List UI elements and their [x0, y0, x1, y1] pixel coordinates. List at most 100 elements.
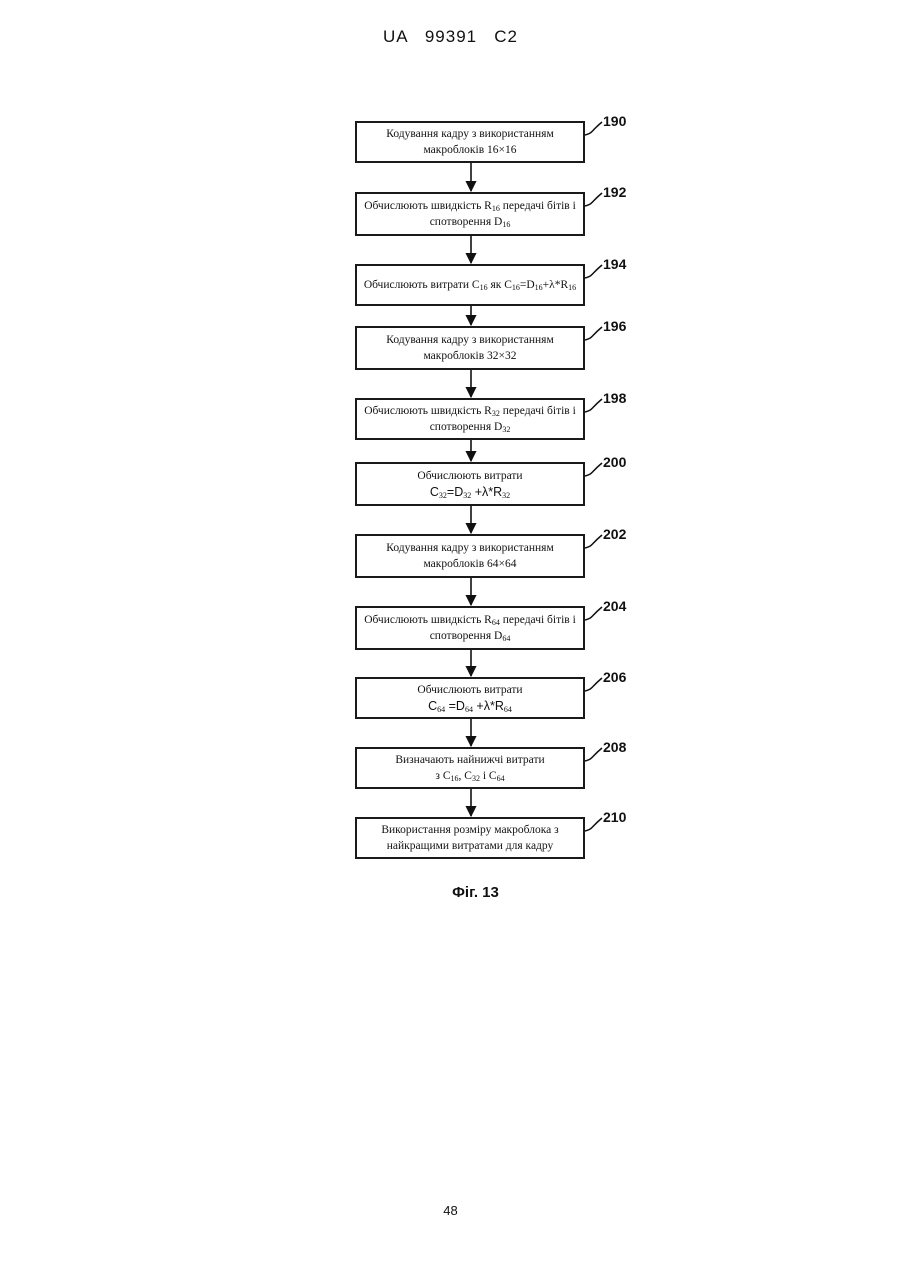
step-text-line: спотворення D32 — [430, 419, 511, 435]
step-text-segment: макроблоків 64×64 — [423, 558, 516, 570]
leader-line-192 — [585, 193, 602, 206]
leader-line-198 — [585, 399, 602, 412]
step-text-line: Кодування кадру з використанням — [386, 332, 553, 348]
step-text-line: макроблоків 16×16 — [423, 142, 516, 158]
step-text-segment: 64 — [437, 705, 445, 714]
step-box-206: Обчислюють витратиC64 =D64 +λ*R64 — [355, 677, 585, 719]
step-box-210: Використання розміру макроблока з найкращ… — [355, 817, 585, 859]
step-text-segment: +λ*R — [471, 485, 502, 499]
step-text-segment: 32 — [492, 409, 500, 418]
step-text-line: з C16, C32 і C64 — [435, 768, 504, 784]
step-text-line: Кодування кадру з використанням — [386, 540, 553, 556]
step-text-line: макроблоків 64×64 — [423, 556, 516, 572]
reference-numeral-196: 196 — [603, 318, 626, 334]
leader-line-206 — [585, 678, 602, 691]
step-text-segment: 16 — [492, 204, 500, 213]
step-text-line: Визначають найнижчі витрати — [395, 752, 544, 768]
leader-line-200 — [585, 463, 602, 476]
step-text-line: спотворення D16 — [430, 214, 511, 230]
reference-numeral-200: 200 — [603, 454, 626, 470]
step-text-segment: Обчислюють швидкість R — [364, 614, 492, 626]
step-text-segment: Використання розміру макроблока з — [381, 824, 558, 836]
step-text-line: Обчислюють витрати — [417, 468, 522, 484]
step-text-segment: 16 — [451, 774, 459, 783]
step-box-204: Обчислюють швидкість R64 передачі бітів … — [355, 606, 585, 650]
reference-numeral-194: 194 — [603, 256, 626, 272]
step-text-segment: Обчислюють витрати — [417, 684, 522, 696]
step-text-segment: Кодування кадру з використанням — [386, 334, 553, 346]
leader-line-208 — [585, 748, 602, 761]
reference-numeral-192: 192 — [603, 184, 626, 200]
step-text-segment: 64 — [492, 618, 500, 627]
reference-numeral-206: 206 — [603, 669, 626, 685]
leader-line-202 — [585, 535, 602, 548]
step-text-line: Обчислюють швидкість R64 передачі бітів … — [364, 612, 576, 628]
reference-numeral-208: 208 — [603, 739, 626, 755]
step-text-line: найкращими витратами для кадру — [387, 838, 554, 854]
step-text-line: макроблоків 32×32 — [423, 348, 516, 364]
step-text-segment: 16 — [512, 283, 520, 292]
leader-line-194 — [585, 265, 602, 278]
step-text-segment: і C — [480, 770, 497, 782]
step-text-segment: Визначають найнижчі витрати — [395, 754, 544, 766]
page-number: 48 — [0, 1203, 901, 1218]
step-text-segment: Обчислюють витрати C — [364, 279, 480, 291]
step-box-196: Кодування кадру з використанням макроблок… — [355, 326, 585, 370]
step-text-line: Кодування кадру з використанням — [386, 126, 553, 142]
step-text-segment: передачі бітів і — [500, 200, 576, 212]
step-box-194: Обчислюють витрати C16 як C16=D16+λ*R16 — [355, 264, 585, 306]
leader-line-190 — [585, 122, 602, 135]
step-text-segment: =D — [520, 279, 535, 291]
leader-line-196 — [585, 327, 602, 340]
step-text-segment: спотворення D — [430, 216, 503, 228]
step-text-segment: спотворення D — [430, 421, 503, 433]
step-text-segment: Кодування кадру з використанням — [386, 542, 553, 554]
step-box-200: Обчислюють витратиC32=D32 +λ*R32 — [355, 462, 585, 506]
step-text-segment: 64 — [465, 705, 473, 714]
step-text-segment: =D — [447, 485, 463, 499]
step-box-208: Визначають найнижчі витрати з C16, C32 і … — [355, 747, 585, 789]
step-text-segment: передачі бітів і — [500, 614, 576, 626]
step-text-segment: 16 — [535, 283, 543, 292]
reference-numeral-204: 204 — [603, 598, 626, 614]
reference-numeral-190: 190 — [603, 113, 626, 129]
step-text-segment: 64 — [497, 774, 505, 783]
step-text-line: Використання розміру макроблока з — [381, 822, 558, 838]
step-box-198: Обчислюють швидкість R32 передачі бітів … — [355, 398, 585, 440]
step-text-line: C64 =D64 +λ*R64 — [428, 698, 512, 714]
step-text-segment: 32 — [502, 425, 510, 434]
step-text-segment: найкращими витратами для кадру — [387, 840, 554, 852]
leader-line-204 — [585, 607, 602, 620]
step-text-segment: C — [430, 485, 439, 499]
step-text-segment: 32 — [502, 491, 510, 500]
reference-numeral-202: 202 — [603, 526, 626, 542]
step-text-segment: макроблоків 32×32 — [423, 350, 516, 362]
step-text-line: спотворення D64 — [430, 628, 511, 644]
step-text-segment: , C — [459, 770, 472, 782]
step-text-segment: спотворення D — [430, 630, 503, 642]
step-text-segment: Кодування кадру з використанням — [386, 128, 553, 140]
step-text-segment: передачі бітів і — [500, 405, 576, 417]
step-box-192: Обчислюють швидкість R16 передачі бітів … — [355, 192, 585, 236]
step-text-segment: C — [428, 699, 437, 713]
step-text-segment: 32 — [439, 491, 447, 500]
step-text-segment: з C — [435, 770, 450, 782]
step-text-segment: +λ*R — [473, 699, 504, 713]
step-text-segment: 16 — [480, 283, 488, 292]
step-text-segment: 64 — [504, 705, 512, 714]
step-box-190: Кодування кадру з використанням макроблок… — [355, 121, 585, 163]
step-text-segment: макроблоків 16×16 — [423, 144, 516, 156]
step-text-line: Обчислюють швидкість R16 передачі бітів … — [364, 198, 576, 214]
step-text-segment: як C — [488, 279, 512, 291]
leader-line-210 — [585, 818, 602, 831]
step-text-line: Обчислюють швидкість R32 передачі бітів … — [364, 403, 576, 419]
step-text-line: Обчислюють витрати — [417, 682, 522, 698]
step-text-segment: 64 — [502, 634, 510, 643]
step-text-segment: 16 — [502, 220, 510, 229]
figure-caption: Фіг. 13 — [0, 884, 901, 901]
step-box-202: Кодування кадру з використанням макроблок… — [355, 534, 585, 578]
reference-numeral-210: 210 — [603, 809, 626, 825]
step-text-segment: 16 — [568, 283, 576, 292]
step-text-segment: Обчислюють витрати — [417, 470, 522, 482]
step-text-segment: 32 — [472, 774, 480, 783]
